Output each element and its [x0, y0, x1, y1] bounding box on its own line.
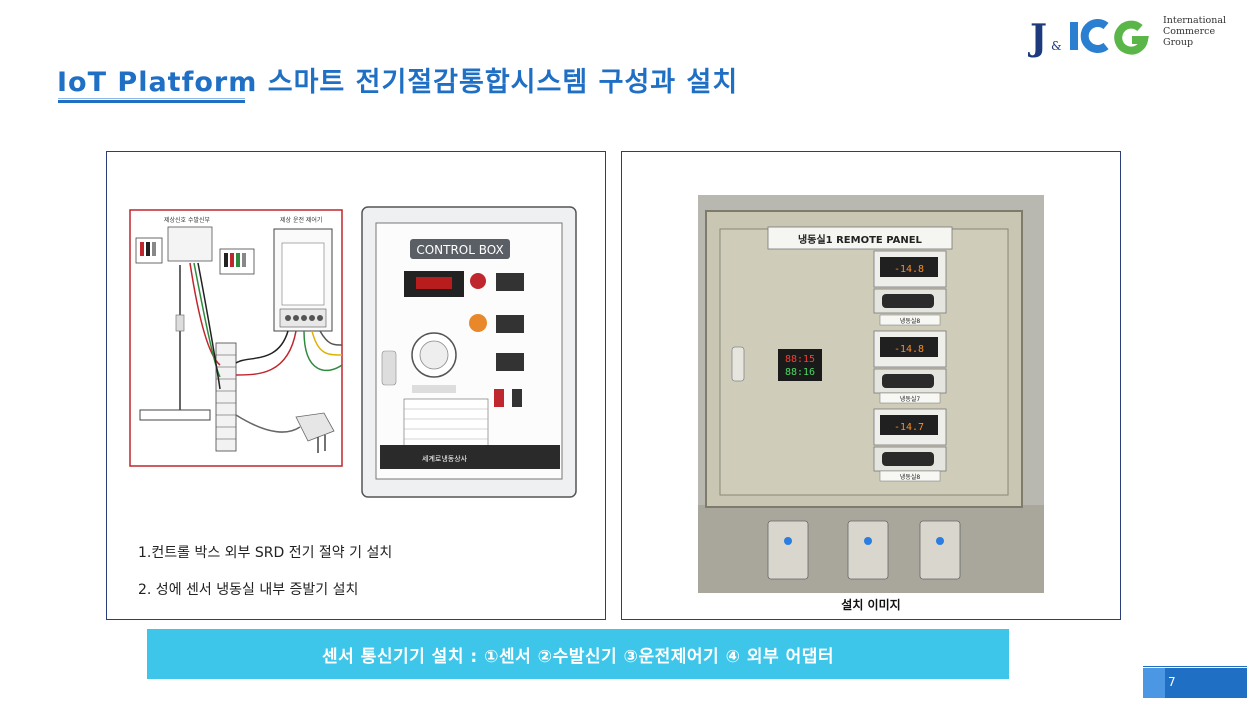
sensor-install-banner: 센서 통신기기 설치 : ①센서 ②수발신기 ③운전제어기 ④ 외부 어댑터: [147, 629, 1009, 679]
control-box-icon: CONTROL BOX 세계로냉동상사: [361, 206, 577, 498]
logo-text-line: Group: [1163, 37, 1194, 48]
operation-controller-icon: [273, 228, 333, 332]
temperature-controller-icon: -14.8 냉동실7: [873, 330, 947, 404]
control-box-nameplate: 세계로냉동상사: [422, 454, 468, 463]
diagram-panel: 제상신호 수발신부 제상 운전 제어기: [106, 151, 606, 620]
logo-mark-c: [1080, 19, 1109, 53]
terminal-block-icon: [215, 342, 237, 452]
page-number-accent: [1143, 668, 1165, 698]
wiring-diagram: 제상신호 수발신부 제상 운전 제어기: [129, 206, 577, 498]
transmitter-board-icon: [135, 226, 255, 275]
title-underline-highlight: [58, 98, 245, 99]
temperature-controller-icon: -14.8 냉동실8: [873, 250, 947, 326]
controller-label: 냉동실8: [900, 473, 921, 481]
installation-photo-panel: 냉동실1 REMOTE PANEL 88:15 88:16 -14.8 냉동실8…: [621, 151, 1121, 620]
icg-logo: J &: [1028, 17, 1149, 58]
page-number: 7: [1168, 675, 1176, 689]
mini-display-bottom: 88:16: [785, 367, 815, 378]
installation-note: 2. 성에 센서 냉동실 내부 증발기 설치: [138, 582, 359, 598]
frost-sensor-icon: [139, 265, 211, 421]
controller-reading: -14.8: [894, 344, 924, 355]
remote-panel-label: 냉동실1 REMOTE PANEL: [798, 233, 923, 246]
power-adapter-icon: [295, 412, 335, 453]
logo-text-line: Commerce: [1163, 26, 1216, 37]
photo-caption: 설치 이미지: [841, 598, 901, 612]
control-box-title: CONTROL BOX: [416, 243, 503, 257]
controller-label: 냉동실8: [900, 317, 921, 325]
temperature-controller-icon: -14.7 냉동실8: [873, 408, 947, 482]
title-underline: [58, 100, 245, 103]
logo-text: International Commerce Group: [1163, 15, 1226, 48]
installation-photo: 냉동실1 REMOTE PANEL 88:15 88:16 -14.8 냉동실8…: [698, 195, 1044, 593]
banner-text: 센서 통신기기 설치 : ①센서 ②수발신기 ③운전제어기 ④ 외부 어댑터: [322, 646, 834, 667]
controller-label: 제상 운전 제어기: [280, 216, 322, 224]
controller-reading: -14.7: [894, 422, 924, 433]
page-number-rule: [1143, 666, 1247, 667]
logo-mark-j: J: [1028, 17, 1047, 58]
logo-mark-g: [1114, 20, 1149, 55]
mini-display-top: 88:15: [785, 354, 815, 365]
page-title: IoT Platform 스마트 전기절감통합시스템 구성과 설치: [57, 67, 739, 98]
logo-mark-ampersand: &: [1051, 39, 1062, 53]
logo-text-line: International: [1163, 15, 1227, 26]
installation-note: 1.컨트롤 박스 외부 SRD 전기 절약 기 설치: [138, 545, 393, 561]
logo-mark-i: [1070, 22, 1078, 50]
transmitter-label: 제상신호 수발신부: [164, 216, 211, 224]
transmitter-unit-icon: [767, 520, 809, 580]
transmitter-unit-icon: [847, 520, 889, 580]
transmitter-unit-icon: [919, 520, 961, 580]
controller-reading: -14.8: [894, 264, 924, 275]
controller-label: 냉동실7: [900, 395, 921, 403]
